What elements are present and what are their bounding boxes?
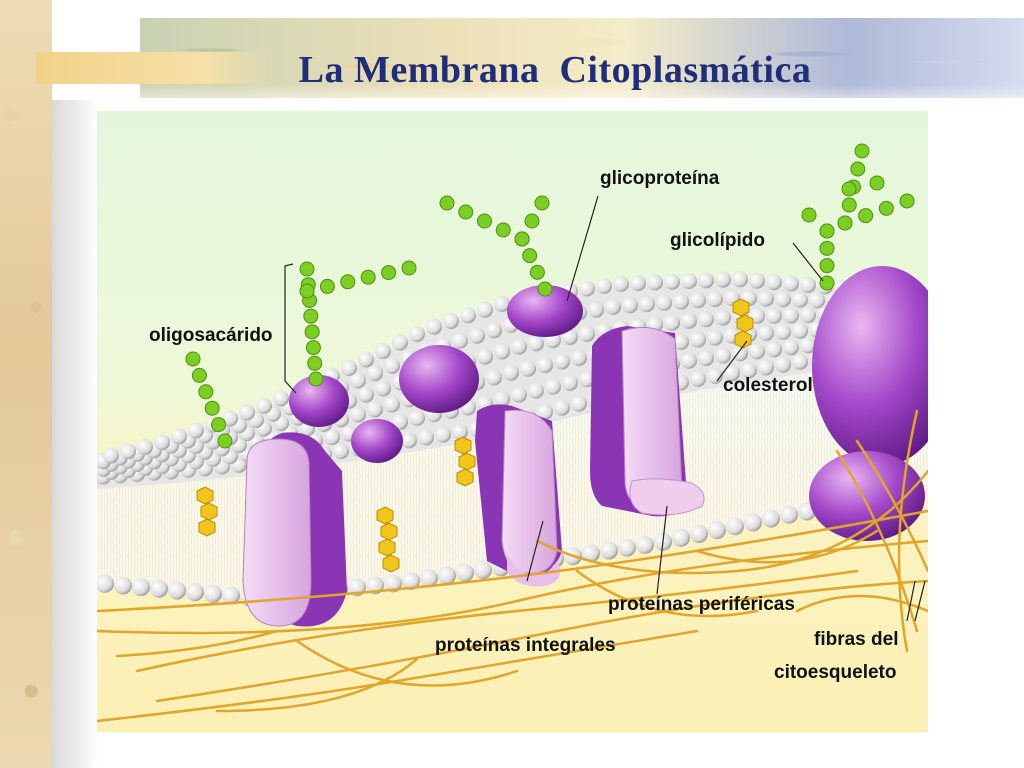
label-citoesqueleto: citoesqueleto — [774, 662, 896, 683]
label-colesterol: colesterol — [723, 375, 813, 396]
label-proteinas-perifericas: proteínas periféricas — [608, 594, 795, 615]
cholesterol-molecules — [196, 298, 754, 573]
parchment-strip — [0, 0, 52, 768]
label-oligosacarido: oligosacárido — [149, 325, 273, 346]
oligosaccharide-chains — [185, 143, 915, 449]
header-fade — [140, 84, 1024, 114]
cytoskeleton-fibers — [97, 409, 928, 723]
label-glicolipido: glicolípido — [670, 230, 765, 251]
slide-shadow — [52, 100, 98, 768]
header-accent — [36, 52, 276, 84]
diagram-labels: glicoproteína glicolípido oligosacárido … — [149, 168, 898, 683]
label-fibras-del: fibras del — [814, 629, 898, 650]
leader-lines — [284, 195, 926, 622]
label-glicoproteina: glicoproteína — [600, 168, 720, 189]
membrane-diagram: glicoproteína glicolípido oligosacárido … — [97, 111, 928, 732]
label-proteinas-integrales: proteínas integrales — [435, 635, 616, 656]
slide-title: La Membrana Citoplasmática — [298, 49, 812, 91]
surface-proteins — [289, 266, 928, 541]
